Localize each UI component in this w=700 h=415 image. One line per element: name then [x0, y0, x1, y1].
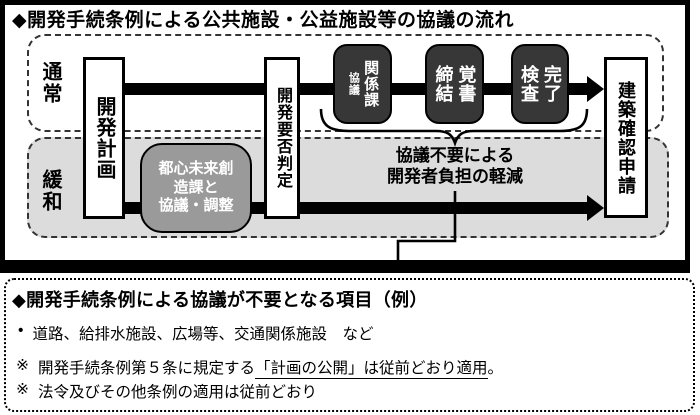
node-development-judgment: 開発要否判定 [264, 57, 300, 219]
notes-note2-line: ※ 法令及びその他条例の適用は従前どおり [16, 380, 317, 402]
node-memorandum-conclusion: 覚書 締結 [425, 44, 484, 124]
node-development-plan: 開発計画 [83, 57, 125, 219]
notes-note1-text: 開発手続条例第５条に規定する「計画の公開」は従前どおり適用。 [38, 356, 504, 379]
node-memorandum-label: 覚書 [456, 65, 477, 103]
note1-pre-text: 開発手続条例第５条に規定する [38, 360, 256, 377]
notes-bullet-text: 道路、給排水施設、広場等、交通関係施設 など [32, 326, 374, 343]
node-completion-inspection: 完了 検査 [511, 44, 569, 124]
note1-underlined-text: 「計画の公開」は従前どおり適用 [255, 360, 488, 379]
arrowhead-normal-flow [587, 76, 604, 102]
node-completion-label: 完了 [541, 65, 562, 103]
node-conclusion-label: 締結 [433, 65, 454, 103]
node-building-confirmation-label: 建築確認申請 [616, 80, 636, 195]
notes-section-title: ◆開発手続条例による協議が不要となる項目（例） [12, 290, 428, 310]
notes-section-frame [4, 278, 695, 412]
lane-normal-label: 通常 [39, 61, 61, 105]
reference-mark-icon: ※ [16, 357, 29, 374]
node-related-section-consultation: 関係課 協議 [333, 44, 392, 124]
node-development-judgment-label: 開発要否判定 [274, 87, 291, 189]
node-city-center-coordination: 都心未来創 造課と 協議・調整 [140, 143, 252, 233]
benefit-annotation: 協議不要による 開発者負担の軽減 [387, 146, 523, 186]
reference-mark-icon: ※ [16, 381, 29, 398]
node-development-plan-label: 開発計画 [93, 96, 115, 180]
node-consultation-label: 協議 [347, 72, 360, 96]
note1-period: 。 [487, 360, 504, 377]
arrowhead-relaxed-flow [587, 195, 604, 221]
node-inspection-label: 検査 [519, 65, 539, 103]
notes-note1-line: ※ 開発手続条例第５条に規定する「計画の公開」は従前どおり適用。 [16, 356, 504, 379]
lane-relaxed-label: 緩和 [39, 169, 61, 213]
bullet-icon: • [18, 322, 24, 339]
notes-note2-text: 法令及びその他条例の適用は従前どおり [38, 384, 318, 401]
notes-bullet-line: • 道路、給排水施設、広場等、交通関係施設 など [18, 322, 373, 344]
lane-relaxed [27, 137, 669, 238]
node-building-confirmation: 建築確認申請 [604, 57, 648, 218]
node-related-section-label: 関係課 [362, 60, 380, 108]
flow-section-title: ◆開発手続条例による公共施設・公益施設等の協議の流れ [12, 10, 515, 31]
